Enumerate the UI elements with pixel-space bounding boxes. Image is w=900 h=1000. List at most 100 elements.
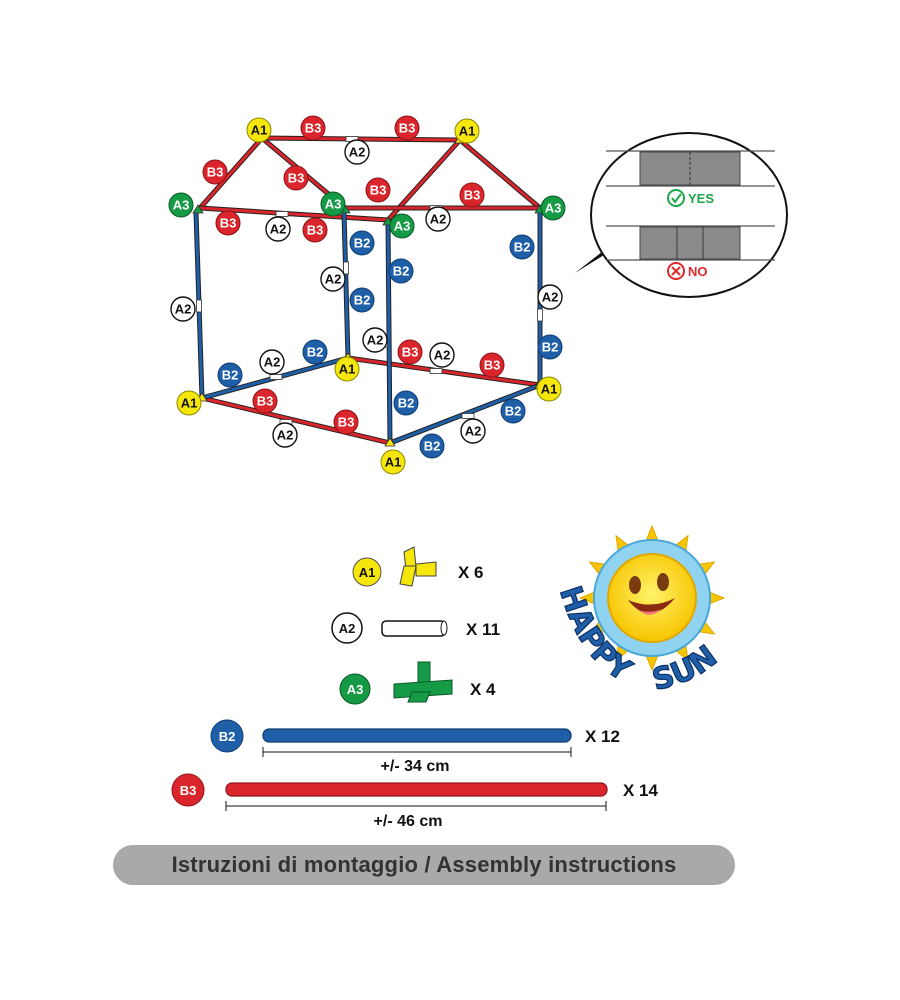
tube-fill bbox=[342, 210, 350, 360]
badge-label: A2 bbox=[465, 424, 482, 439]
badge-circle bbox=[459, 182, 485, 208]
joint-a1 bbox=[384, 437, 396, 447]
cross-mark-icon bbox=[671, 266, 681, 276]
badge-b3: B3 bbox=[202, 159, 228, 185]
badge-circle bbox=[479, 352, 505, 378]
badge-circle bbox=[429, 342, 455, 368]
badge-a2: A2 bbox=[429, 342, 455, 368]
part-b2-qty: X 12 bbox=[585, 727, 620, 746]
check-mark-icon bbox=[671, 193, 682, 204]
badge-label: B3 bbox=[402, 345, 419, 360]
badge-circle bbox=[362, 327, 388, 353]
badge-a2: A2 bbox=[362, 327, 388, 353]
badge-b2: B2 bbox=[302, 339, 328, 365]
part-a1-qty: X 6 bbox=[458, 563, 484, 582]
badge-label: B2 bbox=[505, 404, 522, 419]
badge-label: A1 bbox=[385, 455, 402, 470]
badge-label: A3 bbox=[325, 197, 342, 212]
tube-fill bbox=[198, 206, 390, 222]
badge-label: B2 bbox=[354, 236, 371, 251]
badge-circle bbox=[217, 362, 243, 388]
part-b3-length: +/- 46 cm bbox=[374, 813, 443, 830]
badge-label: B2 bbox=[424, 439, 441, 454]
badge-circle bbox=[265, 216, 291, 242]
badge-label: B2 bbox=[393, 264, 410, 279]
badge-circle bbox=[500, 398, 526, 424]
badge-label: B2 bbox=[514, 240, 531, 255]
badge-b3: B3 bbox=[394, 115, 420, 141]
a2-sleeve bbox=[343, 261, 349, 275]
badge-circle bbox=[537, 284, 563, 310]
badge-circle bbox=[537, 334, 563, 360]
badge-circle bbox=[540, 195, 566, 221]
badge-b2: B2 bbox=[537, 334, 563, 360]
badge-b2: B2 bbox=[388, 258, 414, 284]
badge-circle bbox=[202, 159, 228, 185]
badge-b3: B3 bbox=[479, 352, 505, 378]
part-b3-row: B3 +/- 46 cm X 14 bbox=[171, 773, 659, 830]
badge-b2: B2 bbox=[217, 362, 243, 388]
happy-sun-logo: HAPPY SUN bbox=[552, 524, 726, 699]
part-b2-code: B2 bbox=[219, 729, 236, 744]
badge-label: B3 bbox=[338, 415, 355, 430]
badge-a2: A2 bbox=[272, 422, 298, 448]
badge-circle bbox=[320, 191, 346, 217]
a2-sleeve bbox=[275, 211, 289, 217]
badge-a1: A1 bbox=[454, 118, 480, 144]
badge-label: A2 bbox=[430, 212, 447, 227]
badge-b3: B3 bbox=[302, 217, 328, 243]
badge-a2: A2 bbox=[320, 266, 346, 292]
badge-circle bbox=[215, 210, 241, 236]
badge-label: A2 bbox=[264, 355, 281, 370]
badge-a1: A1 bbox=[176, 390, 202, 416]
badge-b3: B3 bbox=[365, 177, 391, 203]
a2-sleeve bbox=[461, 413, 475, 419]
badge-label: B3 bbox=[464, 188, 481, 203]
badge-circle bbox=[334, 356, 360, 382]
badge-a1: A1 bbox=[536, 376, 562, 402]
part-a1-row: A1 X 6 bbox=[352, 546, 484, 587]
tube-b3-icon bbox=[225, 782, 608, 797]
part-b2-length: +/- 34 cm bbox=[381, 758, 450, 775]
badge-label: A1 bbox=[339, 362, 356, 377]
badge-b2: B2 bbox=[349, 230, 375, 256]
badge-circle bbox=[397, 339, 423, 365]
badge-b2: B2 bbox=[349, 287, 375, 313]
badge-a2: A2 bbox=[537, 284, 563, 310]
badge-a2: A2 bbox=[259, 349, 285, 375]
badge-label: A2 bbox=[542, 290, 559, 305]
badge-a1: A1 bbox=[380, 449, 406, 475]
tube-fill bbox=[260, 136, 462, 142]
badge-b3: B3 bbox=[300, 115, 326, 141]
assembly-instructions-banner: Istruzioni di montaggio / Assembly instr… bbox=[113, 845, 735, 885]
badge-circle bbox=[252, 388, 278, 414]
badge-a3: A3 bbox=[320, 191, 346, 217]
badge-b3: B3 bbox=[215, 210, 241, 236]
badge-circle bbox=[176, 390, 202, 416]
badge-label: B3 bbox=[207, 165, 224, 180]
tube-fill bbox=[458, 138, 542, 210]
badge-circle bbox=[344, 139, 370, 165]
badge-label: A3 bbox=[394, 219, 411, 234]
badge-circle bbox=[246, 117, 272, 143]
badge-label: B3 bbox=[399, 121, 416, 136]
tube-fill bbox=[386, 220, 392, 445]
badge-label: B2 bbox=[398, 396, 415, 411]
badge-circle bbox=[272, 422, 298, 448]
badge-a2: A2 bbox=[170, 296, 196, 322]
badge-b3: B3 bbox=[397, 339, 423, 365]
badge-label: B2 bbox=[542, 340, 559, 355]
callout-yes-label: YES bbox=[688, 191, 714, 206]
badge-circle bbox=[168, 192, 194, 218]
badge-label: A2 bbox=[325, 272, 342, 287]
badge-circle bbox=[302, 217, 328, 243]
badge-b3: B3 bbox=[283, 165, 309, 191]
part-a3-row: A3 X 4 bbox=[339, 661, 496, 705]
badge-circle bbox=[419, 433, 445, 459]
parts-list: A1 X 6 A2 X 11 A3 X 4 bbox=[171, 546, 659, 830]
badge-a2: A2 bbox=[344, 139, 370, 165]
badge-a3: A3 bbox=[389, 213, 415, 239]
badge-circle bbox=[393, 390, 419, 416]
a2-sleeve bbox=[196, 299, 202, 313]
badge-circle bbox=[333, 409, 359, 435]
